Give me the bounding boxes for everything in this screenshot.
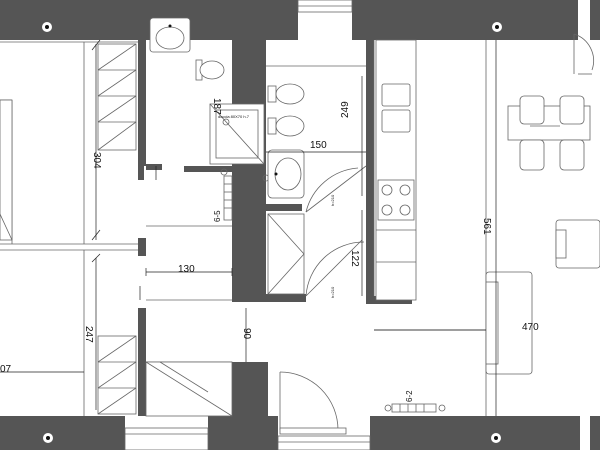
- dim-130: 130: [178, 264, 195, 275]
- door-bath2-leaf: [305, 165, 367, 213]
- living-furniture: [485, 219, 600, 375]
- doors: [279, 33, 594, 435]
- toilet2-bowl: [275, 83, 305, 105]
- wardrobes: [97, 43, 305, 417]
- column-dot: [495, 25, 499, 29]
- sink2-basin: [274, 157, 302, 191]
- wall-bath-bottom: [266, 204, 302, 211]
- bathroom-1: doccia 80X70 h.7: [149, 17, 265, 165]
- kitchen: [375, 39, 417, 301]
- wall-stub-left: [138, 238, 146, 256]
- dim-470: 470: [522, 322, 539, 333]
- door-note-1: h=210: [330, 194, 335, 206]
- chair: [559, 139, 585, 171]
- dim-304: 304: [91, 152, 102, 169]
- door-closet-arc: [305, 241, 365, 297]
- radiator-horizontal: 6-2: [384, 390, 446, 413]
- bed: [0, 99, 13, 241]
- door-entry-step: [279, 427, 347, 435]
- bathroom-2: [267, 83, 305, 199]
- window-bottom-center: [277, 435, 371, 450]
- kitchen-sink-1: [381, 83, 411, 107]
- wall-center-column: [232, 40, 266, 302]
- chair: [559, 95, 585, 125]
- bidet-tank: [267, 117, 277, 135]
- radiator-label-horizontal: 6-2: [405, 390, 414, 402]
- radiator-vertical: 6-5: [213, 175, 233, 222]
- radiator-body: [223, 175, 233, 221]
- kitchen-sink-2: [381, 109, 411, 133]
- radiator-label-vertical: 6-5: [213, 210, 222, 222]
- wall-bottom-mid: [208, 416, 278, 450]
- pipe-horizontal: [146, 164, 162, 170]
- wall-columns: [42, 22, 502, 443]
- dining-set: [507, 95, 591, 171]
- dimension-lines: [0, 39, 497, 416]
- dim-247: 247: [83, 326, 94, 343]
- door-closet-leaf: [305, 239, 363, 297]
- dim-90: 90: [241, 328, 252, 340]
- dimension-labels: 304 187 249 150 561 130 122 247 470 90 0…: [0, 98, 539, 375]
- dim-249: 249: [340, 101, 351, 118]
- bidet-bowl: [275, 115, 305, 137]
- sink-basin: [155, 26, 185, 50]
- wardrobe-left: [97, 43, 137, 151]
- radiator-body-h: [391, 403, 437, 413]
- armchair-back: [555, 229, 567, 259]
- wall-top-far-right: [590, 0, 600, 40]
- wall-right-vertical: [366, 18, 374, 304]
- pipe-vertical: [138, 164, 144, 180]
- door-entry-arc: [279, 371, 339, 431]
- shower-note: doccia 80X70 h.7: [218, 114, 250, 119]
- burner: [399, 204, 411, 216]
- door-note-2: h=210: [330, 286, 335, 298]
- column-dot: [46, 436, 50, 440]
- dim-150: 150: [310, 140, 327, 151]
- wall-top-right: [352, 0, 578, 40]
- pipe-right: [184, 166, 232, 172]
- wall-bottom-far-right: [590, 416, 600, 450]
- bed-frame: [0, 99, 13, 241]
- window-openings: [124, 0, 371, 450]
- wall-bottom-left: [0, 416, 125, 450]
- toilet2-tank: [267, 85, 277, 103]
- sofa-back: [485, 281, 499, 365]
- closet-center: [267, 213, 305, 295]
- wall-top-left: [0, 0, 298, 40]
- dim-07: 07: [0, 364, 12, 375]
- window-bottom-left: [124, 427, 209, 450]
- chair: [519, 95, 545, 125]
- wall-bath1-left: [138, 18, 146, 166]
- chair: [519, 139, 545, 171]
- dim-187: 187: [211, 98, 222, 115]
- burner: [381, 184, 393, 196]
- burner: [399, 184, 411, 196]
- toilet-bowl: [199, 60, 225, 80]
- dim-122: 122: [349, 250, 360, 267]
- wall-closet-bottom: [266, 294, 306, 302]
- kitchen-counter: [375, 39, 417, 301]
- column-dot: [45, 25, 49, 29]
- wall-bottom-right: [370, 416, 580, 450]
- wall-lower-center: [232, 362, 268, 416]
- wall-lower-left: [138, 308, 146, 416]
- burner: [381, 204, 393, 216]
- column-dot: [494, 436, 498, 440]
- dim-561: 561: [481, 218, 492, 235]
- door-bath2-arc: [305, 167, 359, 213]
- door-main-arc: [573, 33, 594, 71]
